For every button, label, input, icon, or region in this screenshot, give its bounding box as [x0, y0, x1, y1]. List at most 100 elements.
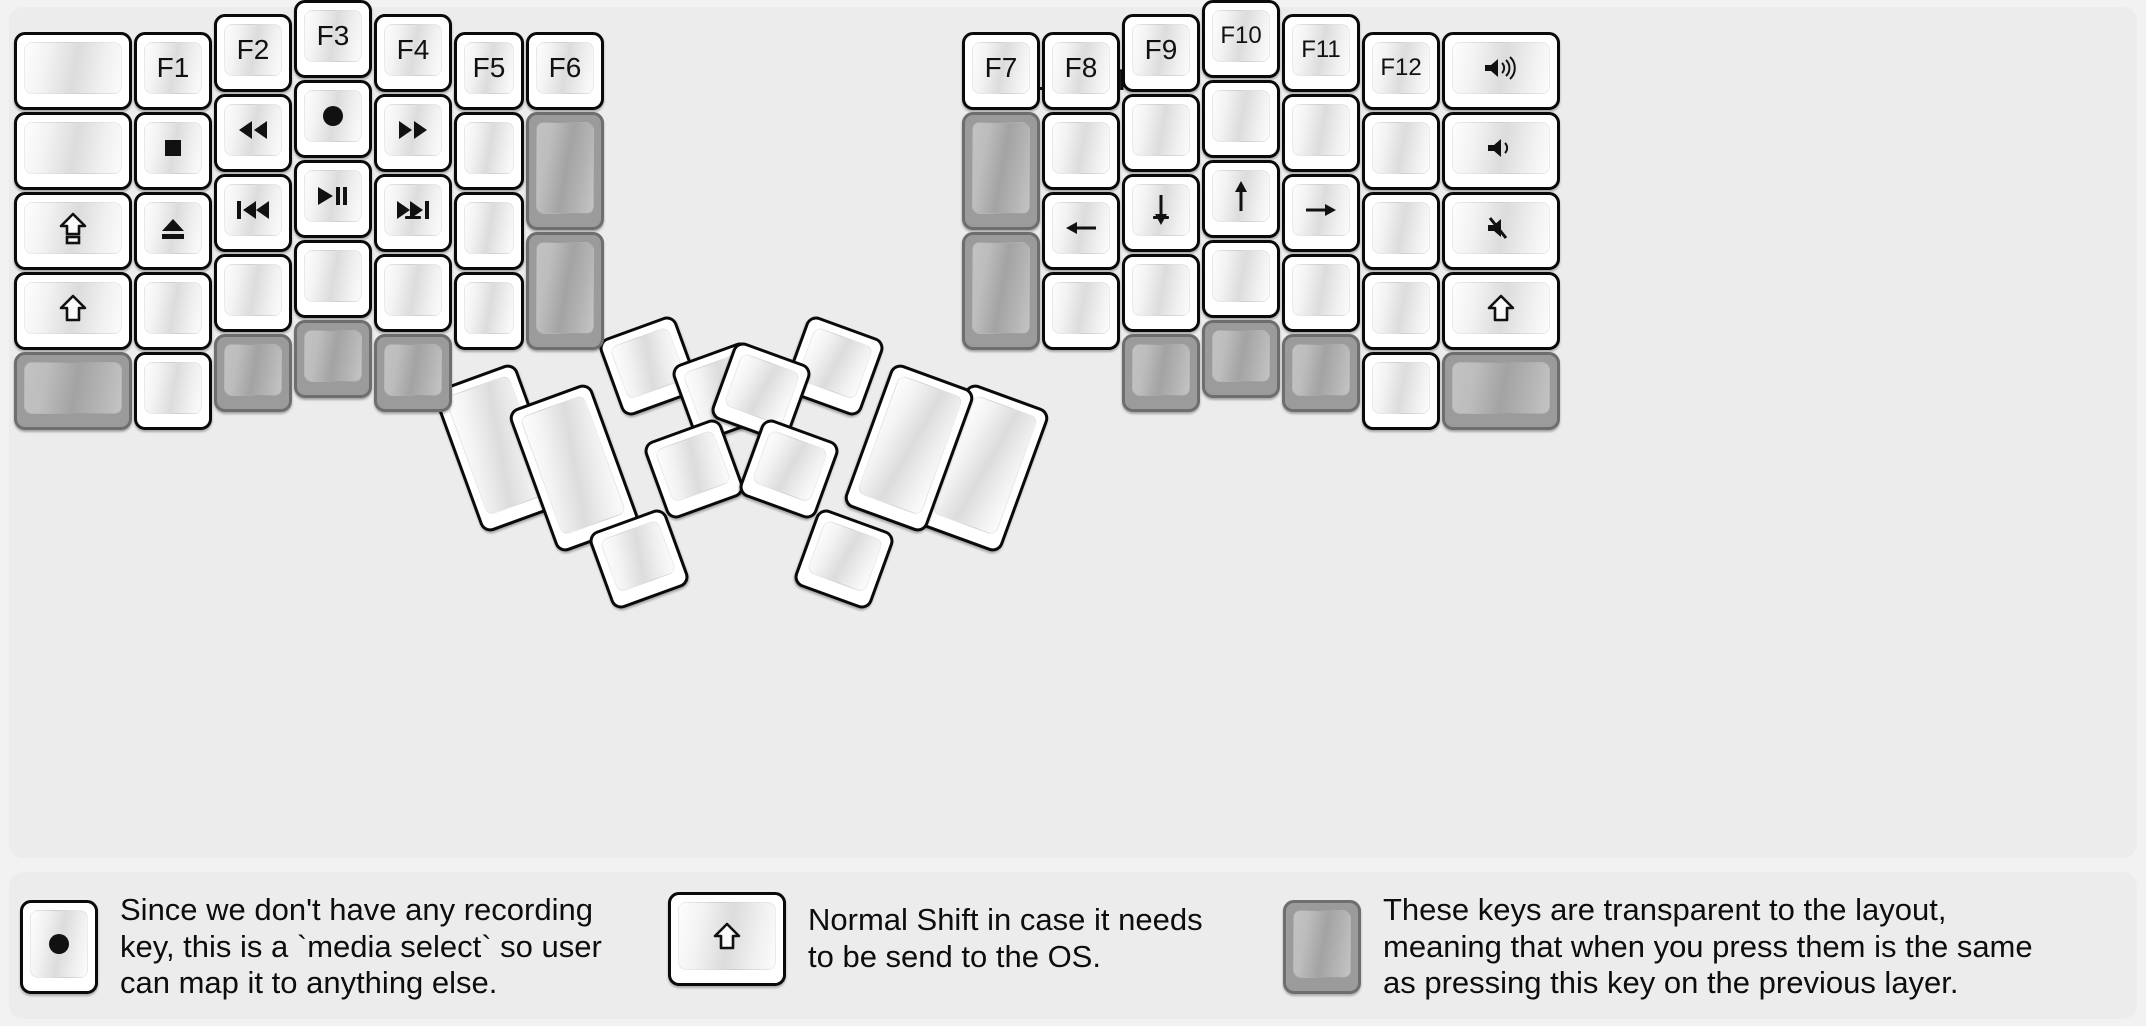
col-2-pinky-key-3[interactable] — [134, 192, 212, 270]
key-label: F9 — [1144, 34, 1178, 65]
key-label: F10 — [1220, 22, 1262, 49]
col-2-index-inner-key-3[interactable] — [1042, 192, 1120, 270]
col-3-index-key-2[interactable] — [1122, 94, 1200, 172]
keycap-surface: F8 — [1052, 42, 1110, 94]
keycap-surface: F4 — [384, 24, 442, 76]
col-2-index-inner-key-2[interactable] — [1042, 112, 1120, 190]
col-7-pinky-outer-key-2[interactable] — [1442, 112, 1560, 190]
col-1-pinky-outer-key-4[interactable] — [14, 272, 132, 350]
col-5-index-key-1[interactable]: F4 — [374, 14, 452, 92]
col-4-middle-key-5[interactable] — [294, 320, 372, 398]
col-6-index-inner-key-3[interactable] — [454, 192, 524, 270]
key-label: F5 — [472, 52, 506, 83]
col-3-ring-key-4[interactable] — [214, 254, 292, 332]
col-6-index-inner-key-1[interactable]: F5 — [454, 32, 524, 110]
col-4-middle-key-2[interactable] — [1202, 80, 1280, 158]
col-3-index-key-4[interactable] — [1122, 254, 1200, 332]
legend-plate — [9, 872, 2137, 1019]
col-4-middle-key-3[interactable] — [294, 160, 372, 238]
col-5-index-key-5[interactable] — [374, 334, 452, 412]
keycap-surface — [384, 184, 442, 236]
col-7-inner-key-3[interactable] — [526, 232, 604, 350]
col-1-pinky-outer-key-5[interactable] — [14, 352, 132, 430]
col-2-pinky-key-4[interactable] — [134, 272, 212, 350]
keycap-surface — [224, 344, 282, 396]
col-6-index-inner-key-2[interactable] — [454, 112, 524, 190]
col-2-index-inner-key-1[interactable]: F8 — [1042, 32, 1120, 110]
col-4-middle-key-1[interactable]: F3 — [294, 0, 372, 78]
volume-up-icon — [1481, 54, 1521, 82]
keycap-surface — [144, 202, 202, 254]
keycap-surface — [1132, 104, 1190, 156]
col-4-middle-key-2[interactable] — [294, 80, 372, 158]
col-7-pinky-outer-key-5[interactable] — [1442, 352, 1560, 430]
col-6-pinky-key-4[interactable] — [1362, 272, 1440, 350]
col-5-ring-key-1[interactable]: F11 — [1282, 14, 1360, 92]
col-2-pinky-key-1[interactable]: F1 — [134, 32, 212, 110]
col-7-inner-key-2[interactable] — [526, 112, 604, 230]
col-5-ring-key-4[interactable] — [1282, 254, 1360, 332]
keycap-surface — [1372, 202, 1430, 254]
col-3-ring-key-5[interactable] — [214, 334, 292, 412]
keycap-surface — [678, 902, 776, 970]
col-6-index-inner-key-4[interactable] — [454, 272, 524, 350]
keycap-surface — [1452, 282, 1550, 334]
col-4-middle-key-1[interactable]: F10 — [1202, 0, 1280, 78]
legend-text-1: Since we don't have any recording key, t… — [120, 892, 602, 1001]
col-6-pinky-key-1[interactable]: F12 — [1362, 32, 1440, 110]
col-5-ring-key-3[interactable] — [1282, 174, 1360, 252]
col-7-pinky-outer-key-3[interactable] — [1442, 192, 1560, 270]
col-7-pinky-outer-key-4[interactable] — [1442, 272, 1560, 350]
col-4-middle-key-4[interactable] — [294, 240, 372, 318]
legend-item-2: Normal Shift in case it needs to be send… — [668, 892, 1203, 986]
col-2-index-inner-key-4[interactable] — [1042, 272, 1120, 350]
col-4-middle-key-4[interactable] — [1202, 240, 1280, 318]
caps-lock-icon — [59, 211, 87, 245]
media-rewind-icon — [235, 117, 271, 143]
keycap-surface — [1052, 282, 1110, 334]
col-1-inner-key-2[interactable] — [962, 112, 1040, 230]
media-fast-forward-icon — [395, 117, 431, 143]
col-7-pinky-outer-key-1[interactable] — [1442, 32, 1560, 110]
col-3-index-key-3[interactable] — [1122, 174, 1200, 252]
keycap-surface — [384, 264, 442, 316]
col-7-inner-key-1[interactable]: F6 — [526, 32, 604, 110]
col-5-ring-key-5[interactable] — [1282, 334, 1360, 412]
keycap-surface — [536, 242, 594, 334]
col-6-pinky-key-5[interactable] — [1362, 352, 1440, 430]
keycap-surface — [806, 519, 884, 594]
volume-mute-icon — [1484, 214, 1518, 242]
col-5-index-key-3[interactable] — [374, 174, 452, 252]
col-1-inner-key-3[interactable] — [962, 232, 1040, 350]
media-play-pause-icon — [315, 183, 351, 209]
col-4-middle-key-5[interactable] — [1202, 320, 1280, 398]
col-3-ring-key-1[interactable]: F2 — [214, 14, 292, 92]
legend-text-3: These keys are transparent to the layout… — [1383, 892, 2033, 1001]
arrow-up-icon — [1230, 179, 1252, 213]
col-3-index-key-5[interactable] — [1122, 334, 1200, 412]
keycap-surface — [1132, 264, 1190, 316]
key-label: F8 — [1064, 52, 1098, 83]
col-3-index-key-1[interactable]: F9 — [1122, 14, 1200, 92]
col-3-ring-key-2[interactable] — [214, 94, 292, 172]
keycap-surface — [464, 202, 514, 254]
col-4-middle-key-3[interactable] — [1202, 160, 1280, 238]
col-5-index-key-4[interactable] — [374, 254, 452, 332]
col-5-ring-key-2[interactable] — [1282, 94, 1360, 172]
col-2-pinky-key-2[interactable] — [134, 112, 212, 190]
col-3-ring-key-3[interactable] — [214, 174, 292, 252]
arrow-down-icon — [1150, 193, 1172, 227]
col-1-pinky-outer-key-2[interactable] — [14, 112, 132, 190]
col-6-pinky-key-2[interactable] — [1362, 112, 1440, 190]
col-1-pinky-outer-key-3[interactable] — [14, 192, 132, 270]
col-2-pinky-key-5[interactable] — [134, 352, 212, 430]
keycap-surface — [751, 429, 829, 504]
col-6-pinky-key-3[interactable] — [1362, 192, 1440, 270]
keycap-surface — [144, 362, 202, 414]
keycap-surface — [972, 122, 1030, 214]
col-1-inner-key-1[interactable]: F7 — [962, 32, 1040, 110]
key-label: F1 — [156, 52, 190, 83]
col-5-index-key-2[interactable] — [374, 94, 452, 172]
col-1-pinky-outer-key-1[interactable] — [14, 32, 132, 110]
